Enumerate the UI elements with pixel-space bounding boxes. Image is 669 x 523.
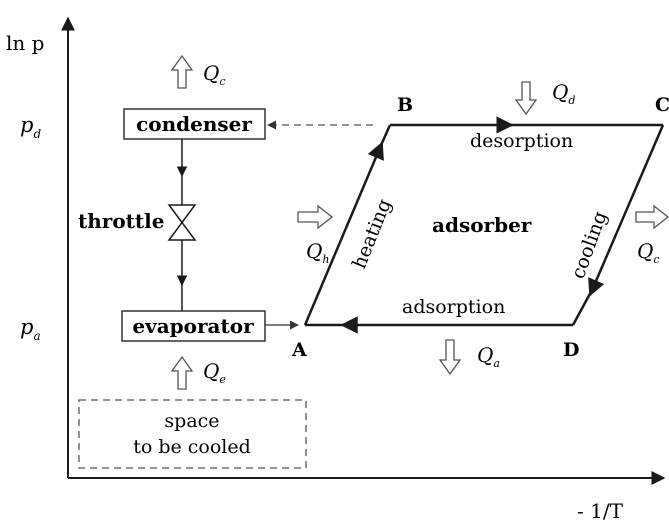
space-label-line2: to be cooled (133, 436, 251, 458)
throttle-label: throttle (78, 209, 164, 233)
adsorber-label: adsorber (432, 213, 532, 237)
qc-up-arrow-icon (170, 54, 194, 89)
heating-process-line (303, 141, 384, 326)
point-D-label: D (563, 339, 579, 361)
y-axis-label: ln p (6, 31, 44, 55)
cooling-process-line (588, 124, 665, 297)
evaporator-box (121, 310, 266, 342)
qd-label: Qd (552, 80, 575, 107)
condenser-label: condenser (136, 112, 252, 136)
space-to-be-cooled-box (78, 399, 307, 469)
pa-label: pa (20, 315, 41, 343)
space-label-line1: space (164, 410, 219, 432)
x-axis-label: - 1/T (577, 499, 624, 523)
cooling-process-line-end (571, 289, 594, 326)
qe-up-arrow-icon (170, 355, 194, 390)
qa-label: Qa (477, 343, 500, 370)
condenser-box (123, 108, 266, 140)
cooling-label: cooling (567, 208, 612, 281)
qh-right-arrow-icon (297, 204, 334, 230)
adsorption-label: adsorption (402, 296, 505, 318)
point-C-label: C (655, 94, 669, 116)
point-B-label: B (397, 94, 413, 116)
qcool-right-arrow-icon (635, 204, 669, 230)
qa-down-arrow-icon (438, 339, 462, 376)
throttle-valve-icon (167, 204, 197, 241)
desorption-label: desorption (470, 130, 573, 152)
qd-down-arrow-icon (514, 81, 538, 116)
evaporator-label: evaporator (132, 314, 254, 338)
pd-label: pd (20, 113, 41, 141)
qe-label: Qe (203, 359, 226, 386)
heating-process-line-end (376, 124, 392, 153)
qc-label: Qc (203, 61, 226, 88)
qh-label: Qh (306, 239, 330, 266)
qcool-label: Qc (637, 239, 660, 266)
point-A-label: A (291, 339, 307, 361)
